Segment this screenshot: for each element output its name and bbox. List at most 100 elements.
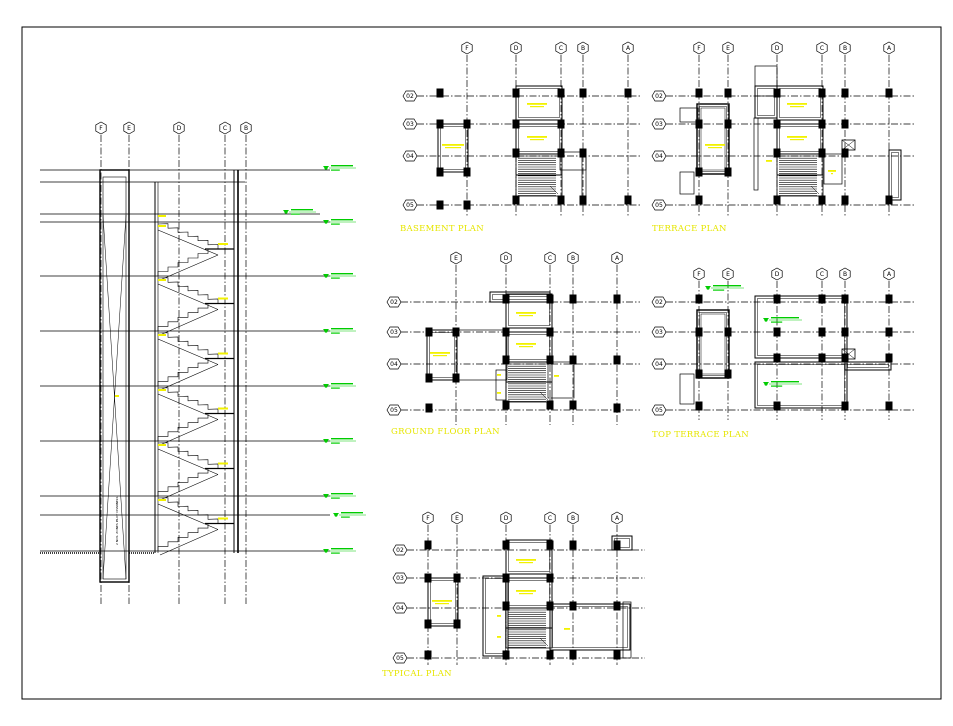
svg-text:D: D xyxy=(504,515,509,522)
svg-text:04: 04 xyxy=(655,361,663,368)
svg-text:E: E xyxy=(454,255,458,262)
plan-topterrace-row-bubble-04: 04 xyxy=(651,358,667,370)
plan-basement-col-bubble-b: B xyxy=(577,41,589,55)
plan-ground-col-bubble-d: D xyxy=(500,251,512,265)
plan-basement-row-bubble-05: 05 xyxy=(402,199,418,211)
plan-topterrace-col-bubble-b: B xyxy=(839,267,851,281)
svg-text:A: A xyxy=(887,45,892,52)
plan-topterrace-row-bubble-02: 02 xyxy=(651,296,667,308)
sheet-border xyxy=(21,26,942,700)
plan-terrace-row-bubble-05: 05 xyxy=(651,199,667,211)
svg-text:F: F xyxy=(697,271,701,278)
svg-text:A: A xyxy=(626,45,631,52)
plan-terrace-col-bubble-c: C xyxy=(816,41,828,55)
svg-text:F: F xyxy=(465,45,469,52)
plan-topterrace-col-bubble-e: E xyxy=(722,267,734,281)
svg-text:C: C xyxy=(559,45,563,52)
plan-basement-col-bubble-a: A xyxy=(622,41,634,55)
plan-ground-col-bubble-b: B xyxy=(567,251,579,265)
svg-text:04: 04 xyxy=(390,361,398,368)
section-grid-bubble-d: D xyxy=(173,121,185,135)
top-terrace-plan-title: TOP TERRACE PLAN xyxy=(652,430,749,440)
plan-typical-row-bubble-05: 05 xyxy=(392,652,408,664)
plan-basement-row-bubble-04: 04 xyxy=(402,150,418,162)
svg-text:D: D xyxy=(514,45,519,52)
plan-typical-col-bubble-c: C xyxy=(544,511,556,525)
svg-text:C: C xyxy=(548,255,552,262)
typical-plan-title: TYPICAL PLAN xyxy=(382,669,452,679)
svg-text:D: D xyxy=(504,255,509,262)
plan-typical-row-bubble-03: 03 xyxy=(392,572,408,584)
plan-typical-col-bubble-b: B xyxy=(567,511,579,525)
svg-text:D: D xyxy=(177,125,182,132)
svg-text:02: 02 xyxy=(390,299,398,306)
plan-terrace-col-bubble-f: F xyxy=(693,41,705,55)
plan-ground-row-bubble-04: 04 xyxy=(386,358,402,370)
svg-text:03: 03 xyxy=(396,575,404,582)
plan-terrace-row-bubble-04: 04 xyxy=(651,150,667,162)
terrace-plan: F E D C B A 02 03 04 05 xyxy=(651,41,915,216)
plan-terrace-col-bubble-b: B xyxy=(839,41,851,55)
plan-topterrace-col-bubble-f: F xyxy=(693,267,705,281)
plan-ground-col-bubble-c: C xyxy=(544,251,556,265)
plan-terrace-row-bubble-03: 03 xyxy=(651,118,667,130)
plan-typical-col-bubble-f: F xyxy=(422,511,434,525)
svg-text:D: D xyxy=(775,45,780,52)
svg-text:02: 02 xyxy=(655,93,663,100)
svg-text:C: C xyxy=(548,515,552,522)
plan-typical-col-bubble-e: E xyxy=(451,511,463,525)
section-grid-bubble-c: C xyxy=(219,121,231,135)
plan-topterrace-col-bubble-a: A xyxy=(883,267,895,281)
svg-text:B: B xyxy=(571,515,575,522)
plan-basement-col-bubble-c: C xyxy=(555,41,567,55)
svg-text:B: B xyxy=(581,45,585,52)
plan-typical-col-bubble-d: D xyxy=(500,511,512,525)
svg-text:04: 04 xyxy=(655,153,663,160)
svg-text:F: F xyxy=(99,125,103,132)
svg-text:03: 03 xyxy=(655,121,663,128)
svg-text:A: A xyxy=(887,271,892,278)
svg-text:03: 03 xyxy=(390,329,398,336)
top-terrace-plan: F E D C B A 02 03 04 05 xyxy=(651,267,915,420)
svg-text:B: B xyxy=(571,255,575,262)
section-grid-bubble-f: F xyxy=(95,121,107,135)
svg-text:05: 05 xyxy=(396,655,404,662)
svg-text:C: C xyxy=(820,45,824,52)
svg-text:C: C xyxy=(820,271,824,278)
svg-text:02: 02 xyxy=(406,93,414,100)
svg-text:05: 05 xyxy=(655,202,663,209)
ground-floor-plan-title: GROUND FLOOR PLAN xyxy=(391,427,500,437)
svg-text:B: B xyxy=(843,271,847,278)
terrace-plan-title: TERRACE PLAN xyxy=(652,224,727,234)
svg-text:05: 05 xyxy=(655,407,663,414)
plan-ground-col-bubble-a: A xyxy=(611,251,623,265)
svg-text:E: E xyxy=(726,45,730,52)
plan-ground-row-bubble-03: 03 xyxy=(386,326,402,338)
svg-text:B: B xyxy=(244,125,248,132)
plan-typical-row-bubble-02: 02 xyxy=(392,544,408,556)
plan-topterrace-col-bubble-d: D xyxy=(771,267,783,281)
svg-text:02: 02 xyxy=(655,299,663,306)
plan-terrace-col-bubble-e: E xyxy=(722,41,734,55)
svg-text:E: E xyxy=(455,515,459,522)
basement-plan-title: BASEMENT PLAN xyxy=(400,224,484,234)
svg-text:A: A xyxy=(615,515,620,522)
svg-text:02: 02 xyxy=(396,547,404,554)
plan-topterrace-row-bubble-05: 05 xyxy=(651,404,667,416)
plan-terrace-col-bubble-d: D xyxy=(771,41,783,55)
svg-text:C: C xyxy=(223,125,227,132)
plan-terrace-row-bubble-02: 02 xyxy=(651,90,667,102)
svg-text:F: F xyxy=(697,45,701,52)
svg-text:03: 03 xyxy=(655,329,663,336)
svg-text:F: F xyxy=(426,515,430,522)
plan-basement-col-bubble-d: D xyxy=(510,41,522,55)
svg-text:D: D xyxy=(775,271,780,278)
svg-text:04: 04 xyxy=(406,153,414,160)
plan-terrace-col-bubble-a: A xyxy=(883,41,895,55)
section-grid-bubble-b: B xyxy=(240,121,252,135)
plan-topterrace-row-bubble-03: 03 xyxy=(651,326,667,338)
